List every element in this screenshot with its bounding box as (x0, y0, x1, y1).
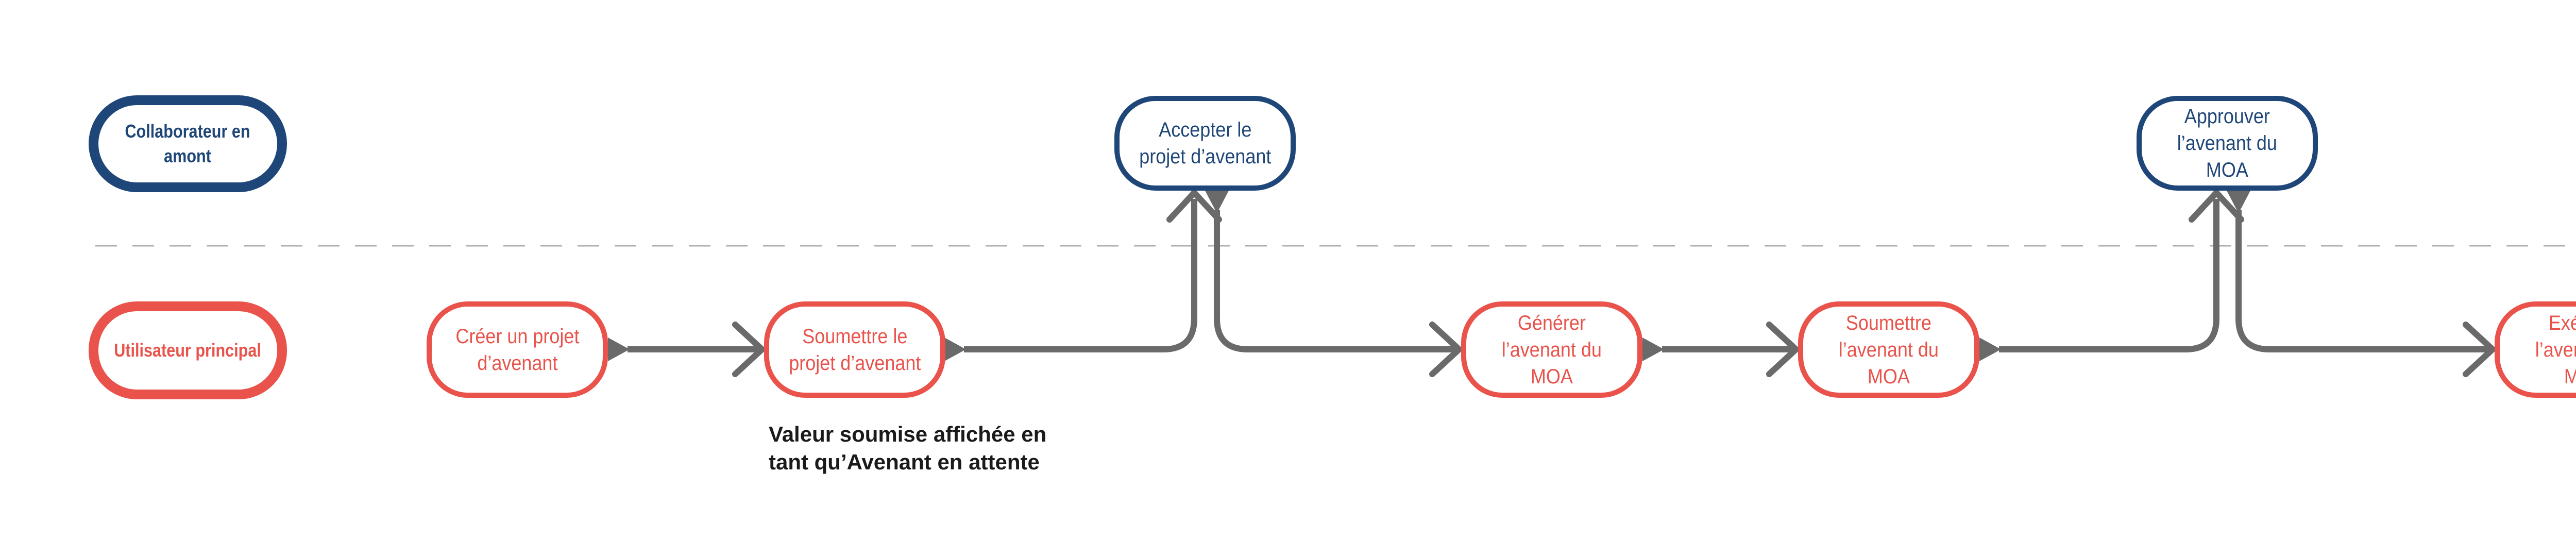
connector-accept-to-generate (1214, 210, 1456, 352)
arrow-tail (608, 338, 630, 361)
arrow-tail (1642, 338, 1664, 361)
arrow-tail (944, 338, 966, 361)
arrow-head (2463, 322, 2496, 377)
node-execute-moa: Exécuter l’avenant du MOA (2495, 301, 2576, 398)
node-approve-moa: Approuver l’avenant du MOA (2137, 96, 2318, 191)
arrow-head (1429, 322, 1462, 377)
node-submit-moa: Soumettre l’avenant du MOA (1798, 301, 1979, 398)
arrow-head (1166, 190, 1222, 223)
connector-approve-to-execute (2235, 210, 2489, 352)
node-generate-moa-label: Générer l’avenant du MOA (1501, 311, 1602, 388)
connector-submit-to-accept (964, 199, 1197, 352)
node-accept-draft-label: Accepter le projet d’avenant (1139, 119, 1272, 168)
node-create-draft: Créer un projet d’avenant (427, 301, 608, 398)
arrow-head (732, 322, 765, 377)
node-accept-draft: Accepter le projet d’avenant (1114, 96, 1296, 191)
arrow-tail (2227, 191, 2250, 213)
node-submit-moa-label: Soumettre l’avenant du MOA (1838, 311, 1939, 388)
lane-label-upstream: Collaborateur en amont (89, 95, 287, 192)
node-approve-moa-label: Approuver l’avenant du MOA (2177, 105, 2278, 181)
node-create-draft-label: Créer un projet d’avenant (455, 325, 580, 375)
node-generate-moa: Générer l’avenant du MOA (1461, 301, 1642, 398)
annotation-submitted-value: Valeur soumise affichée en tant qu’Avena… (769, 422, 1047, 474)
node-submit-draft-label: Soumettre le projet d’avenant (788, 325, 921, 375)
node-submit-draft: Soumettre le projet d’avenant (764, 301, 945, 398)
arrow-head (2189, 190, 2244, 223)
lane-label-principal-text: Utilisateur principal (114, 340, 262, 361)
connector-submitmoa-to-approve (1999, 199, 2219, 352)
lane-label-principal: Utilisateur principal (89, 301, 287, 399)
arrow-tail (1979, 338, 2001, 361)
node-execute-moa-label: Exécuter l’avenant du MOA (2535, 311, 2576, 388)
lane-label-upstream-text: Collaborateur en amont (125, 121, 251, 166)
arrow-tail (1205, 191, 1229, 213)
arrow-head (1766, 322, 1799, 377)
